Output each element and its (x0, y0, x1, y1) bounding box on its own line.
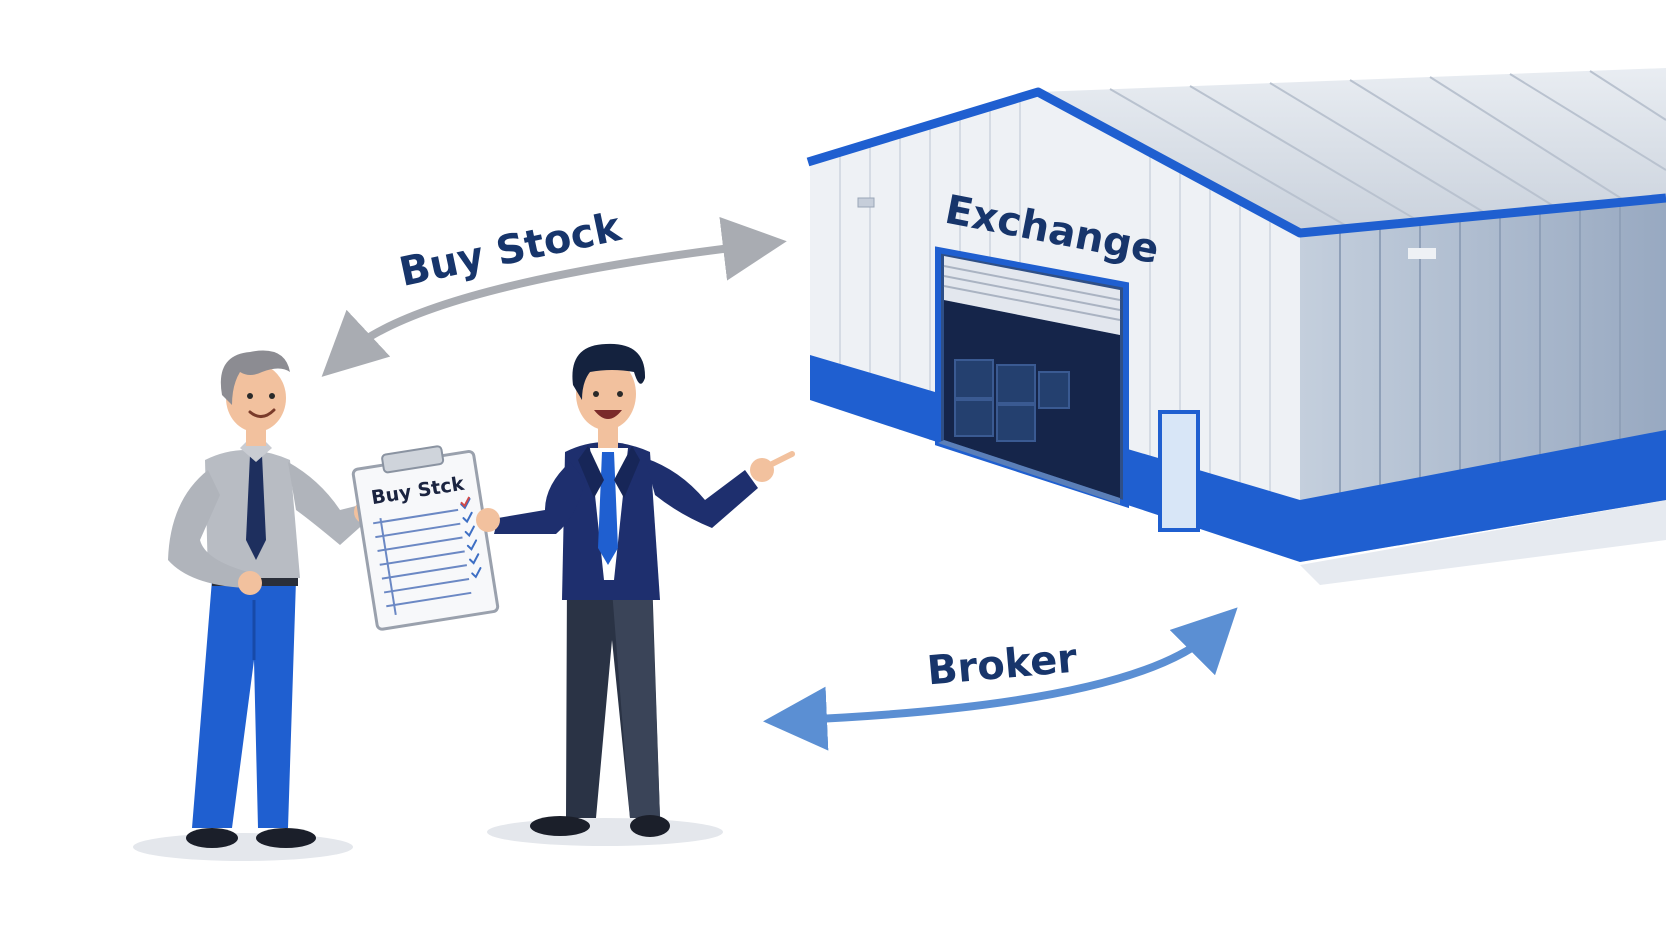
buy-stock-connector: Buy Stock (321, 204, 787, 377)
front-vent (857, 197, 875, 208)
broker-shadow (487, 818, 723, 846)
building-shadow (1300, 500, 1666, 585)
broker-label: Broker (925, 636, 1079, 695)
side-door (1158, 410, 1200, 532)
investor-shadow (133, 833, 353, 861)
investor-figure (133, 350, 378, 861)
building-roof (1038, 68, 1666, 233)
buy-stock-arrow (321, 217, 787, 377)
roof-trim (806, 87, 1666, 238)
loading-door (935, 246, 1129, 509)
clipboard-icon: Buy Stck (351, 445, 500, 631)
roof-seams (1109, 70, 1666, 229)
broker-arrow (763, 607, 1238, 751)
broker-connector: Broker (763, 607, 1238, 751)
exchange-building: Exchange (806, 68, 1666, 585)
side-base-band (1300, 430, 1666, 562)
side-vent (1408, 248, 1436, 259)
broker-figure (476, 343, 795, 846)
